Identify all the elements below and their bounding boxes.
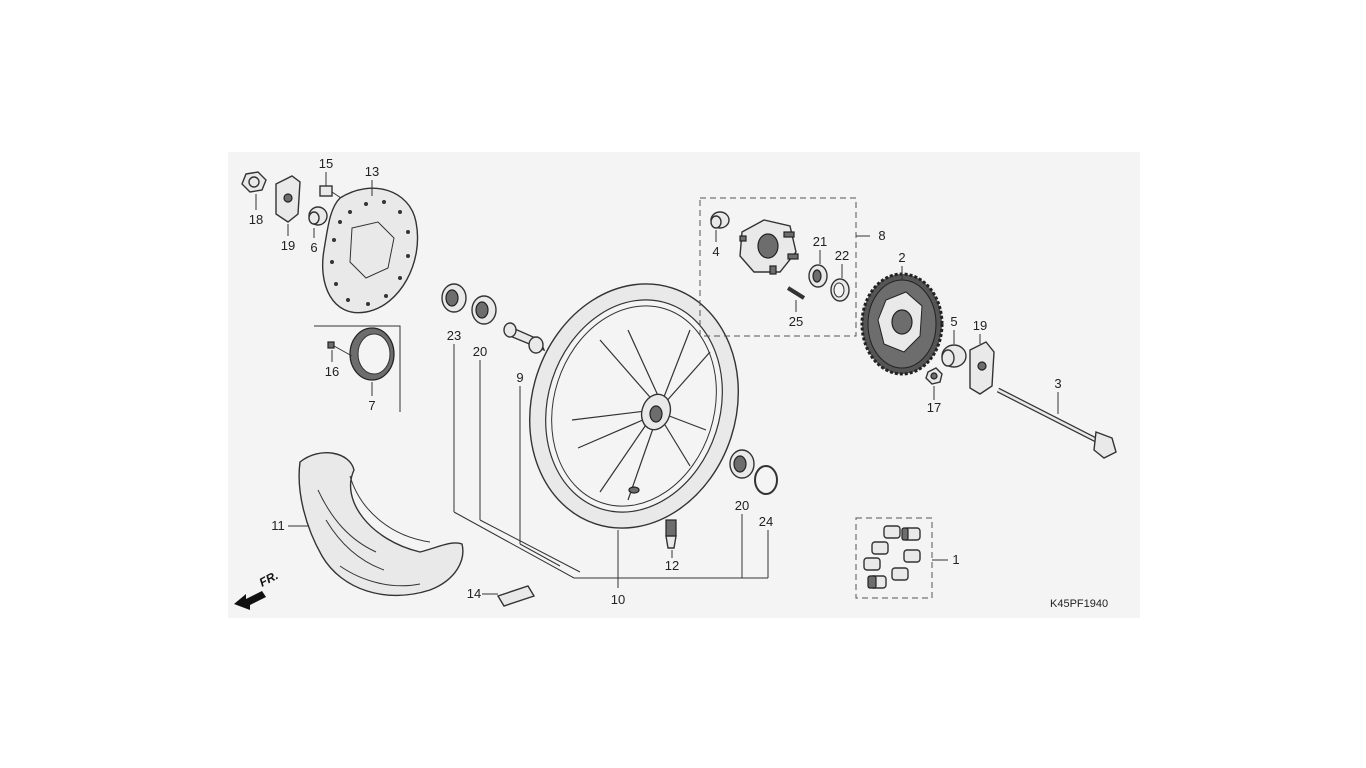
callout-4: 4: [712, 244, 719, 259]
part-4-collar[interactable]: [710, 211, 730, 229]
part-12-valve[interactable]: [665, 519, 677, 549]
part-19-stopper-left[interactable]: [275, 175, 301, 223]
part-9-distance-collar[interactable]: [503, 322, 546, 354]
part-18-nut[interactable]: [241, 171, 267, 193]
part-1-dampers[interactable]: [863, 525, 921, 589]
callout-22: 22: [835, 248, 849, 263]
callout-18: 18: [249, 212, 263, 227]
part-22-seal[interactable]: [830, 278, 850, 302]
callout-6: 6: [310, 240, 317, 255]
callout-25: 25: [789, 314, 803, 329]
part-10-wheel[interactable]: [499, 257, 770, 556]
part-2-sprocket[interactable]: [860, 272, 944, 376]
part-3-axle[interactable]: [996, 387, 1117, 459]
part-20-bearing-right[interactable]: [729, 449, 755, 479]
direction-label: FR.: [257, 568, 281, 589]
callout-3: 3: [1054, 376, 1061, 391]
callout-19-right: 19: [973, 318, 987, 333]
part-19-stopper-right[interactable]: [969, 341, 995, 395]
part-21-bearing[interactable]: [808, 264, 828, 288]
callout-21: 21: [813, 234, 827, 249]
callout-7: 7: [368, 398, 375, 413]
callout-20-left: 20: [473, 344, 487, 359]
callout-15: 15: [319, 156, 333, 171]
callout-23: 23: [447, 328, 461, 343]
front-direction-arrow: FR.: [234, 568, 280, 610]
part-14-balance-weight[interactable]: [496, 585, 536, 607]
part-20-bearing-left[interactable]: [471, 295, 497, 325]
callout-19-left: 19: [281, 238, 295, 253]
diagram-code: K45PF1940: [1050, 598, 1108, 610]
callout-10: 10: [611, 592, 625, 607]
callout-2: 2: [898, 250, 905, 265]
callout-20-right: 20: [735, 498, 749, 513]
assembly-8-box: [699, 197, 857, 337]
part-5-collar[interactable]: [941, 344, 967, 368]
part-7-ring[interactable]: [349, 327, 395, 381]
part-24-o-ring[interactable]: [754, 465, 778, 495]
callout-11: 11: [271, 518, 285, 533]
part-23-bearing[interactable]: [441, 283, 467, 313]
part-13-brake-disc[interactable]: [322, 187, 419, 314]
callout-5: 5: [950, 314, 957, 329]
callout-12: 12: [665, 558, 679, 573]
assembly-1-box: [855, 517, 933, 599]
callout-8: 8: [878, 228, 885, 243]
callout-24: 24: [759, 514, 773, 529]
part-25-stud[interactable]: [786, 286, 806, 300]
part-16-screw[interactable]: [327, 341, 353, 357]
callout-14: 14: [467, 586, 481, 601]
part-11-tire[interactable]: [298, 452, 464, 597]
part-driven-flange[interactable]: [739, 219, 799, 275]
callout-1: 1: [952, 552, 959, 567]
callout-13: 13: [365, 164, 379, 179]
callout-17: 17: [927, 400, 941, 415]
part-6-collar[interactable]: [308, 206, 328, 226]
callout-16: 16: [325, 364, 339, 379]
callout-labels: 1 2 3 4 5 6 7 8 9 10 11 12 13 14 15 16 1…: [249, 156, 1062, 607]
callout-9: 9: [516, 370, 523, 385]
part-17-nut[interactable]: [925, 367, 943, 385]
